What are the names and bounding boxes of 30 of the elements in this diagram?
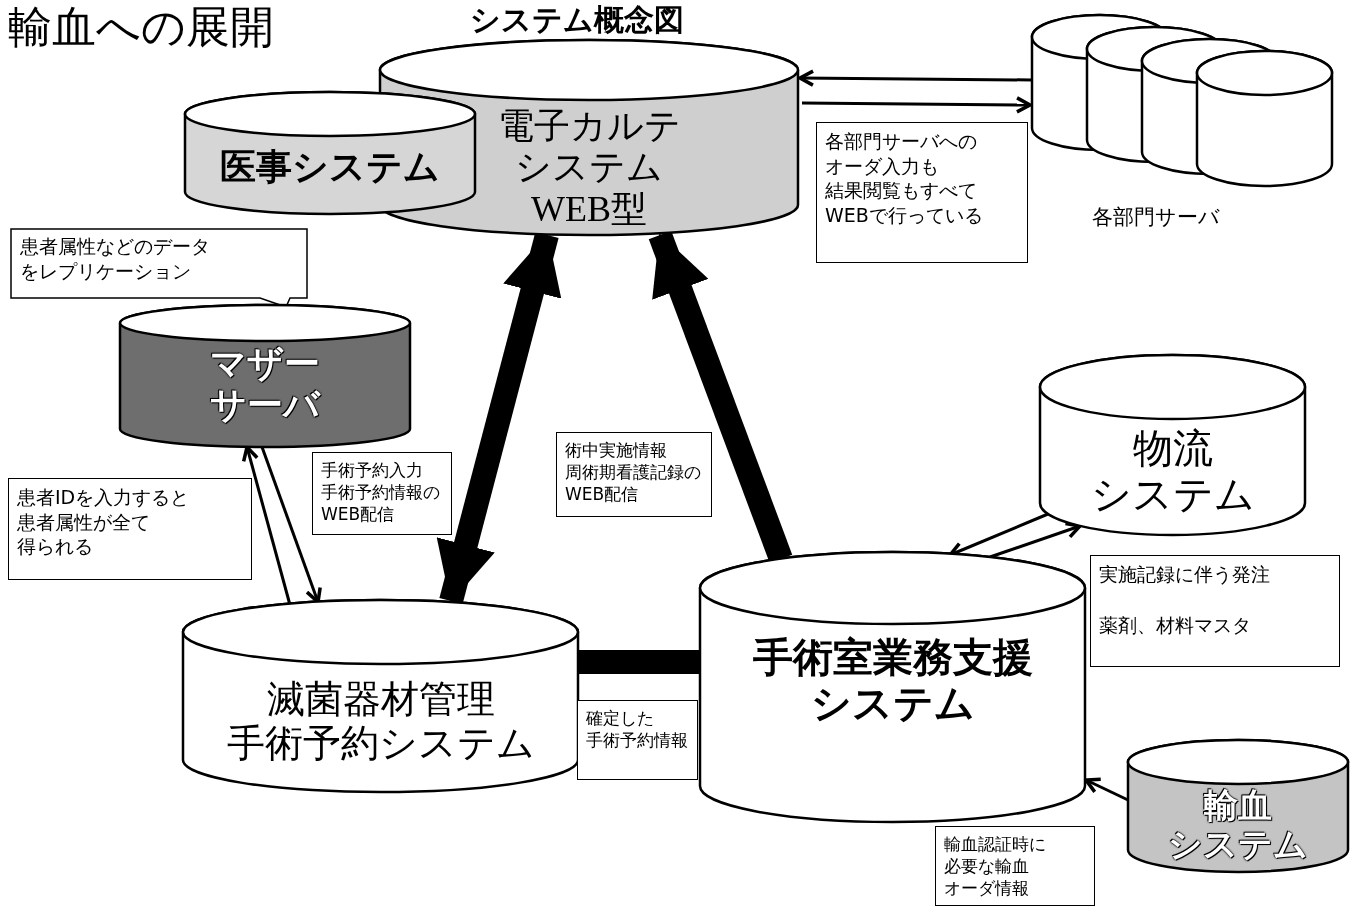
system-label: 滅菌器材管理手術予約システム [226, 678, 535, 766]
system-label: 電子カルテシステムWEB型 [497, 106, 681, 231]
note-text: 患者IDを入力すると患者属性が全て得られる [17, 485, 191, 560]
system-label: 物流システム [1090, 425, 1255, 517]
callout-text: 患者属性などのデータをレプリケーション [20, 234, 210, 284]
subtitle-text: システム概念図 [470, 1, 684, 39]
note-text: 輸血認証時に必要な輸血オーダ情報 [944, 833, 1047, 900]
note-box [312, 452, 452, 535]
arrow [802, 96, 1032, 114]
note-text: 手術予約入力手術予約情報のWEB配信 [321, 459, 441, 526]
system-label: マザーサーバ [210, 343, 320, 426]
arrow [798, 69, 1032, 87]
note-text: 実施記録に伴う発注 [1099, 562, 1271, 587]
note-box [577, 700, 698, 780]
caption-text: 各部門サーバ [1092, 204, 1220, 231]
note-text: 術中実施情報周術期看護記録のWEB配信 [565, 439, 702, 506]
arrow [989, 521, 1082, 559]
note-box [8, 478, 252, 580]
system-label: 手術室業務支援システム [752, 634, 1033, 726]
system-label: 輸血システム [1168, 786, 1308, 865]
note-text: 薬剤、材料マスタ [1099, 612, 1252, 638]
note-text: 確定した手術予約情報 [586, 707, 689, 752]
note-box [816, 122, 1028, 263]
arrow [1084, 777, 1129, 802]
title-text: 輸血への展開 [8, 0, 274, 54]
system-label: 医事システム [220, 146, 440, 188]
note-text: 各部門サーバへのオーダ入力も結果閲覧もすべてWEBで行っている [825, 129, 984, 228]
note-box [935, 826, 1095, 906]
note-box [1090, 555, 1340, 667]
note-box [556, 432, 712, 517]
